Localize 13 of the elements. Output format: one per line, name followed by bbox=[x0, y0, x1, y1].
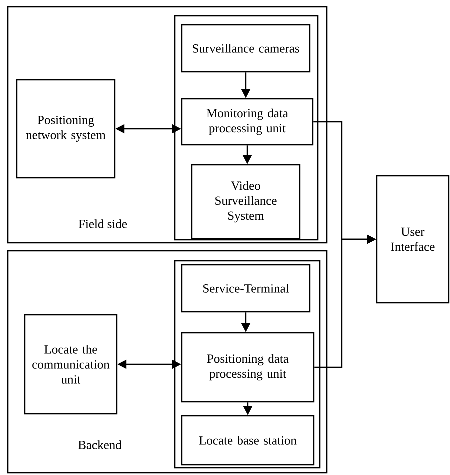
process-box: Video Surveillance System bbox=[191, 164, 301, 240]
container-box bbox=[174, 260, 321, 469]
process-box: Locate the communication unit bbox=[24, 314, 118, 415]
process-box: Monitoring data processing unit bbox=[181, 98, 314, 146]
process-box: Positioning data processing unit bbox=[181, 332, 315, 403]
group-label: Field side bbox=[78, 220, 128, 228]
process-box: Locate base station bbox=[181, 415, 315, 466]
group-label: Backend bbox=[78, 440, 122, 450]
process-box: Service-Terminal bbox=[181, 264, 311, 313]
process-box: Positioning network system bbox=[16, 79, 116, 179]
process-box: Surveillance cameras bbox=[181, 24, 311, 73]
process-box: User Interface bbox=[376, 175, 450, 304]
container-box bbox=[174, 15, 319, 241]
